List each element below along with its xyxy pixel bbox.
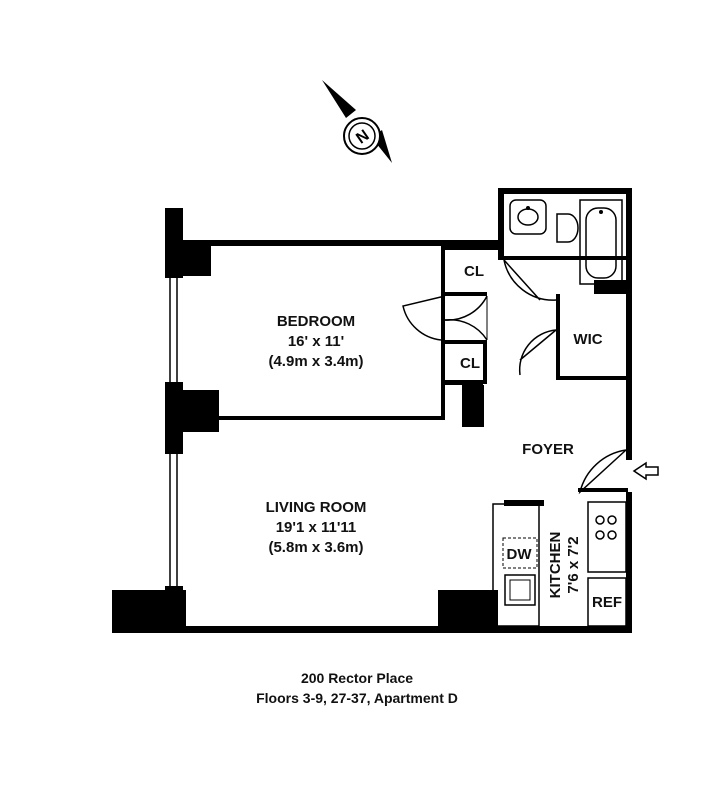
kitchen-fixtures (492, 500, 627, 627)
living-room-name: LIVING ROOM (266, 499, 367, 516)
unit-caption: Floors 3-9, 27-37, Apartment D (256, 690, 458, 706)
doors (402, 259, 628, 495)
closet-bottom-name: CL (460, 355, 480, 372)
bedroom-size-m: (4.9m x 3.4m) (268, 353, 363, 370)
kitchen-name: KITCHEN (547, 532, 564, 599)
entry-arrow-icon (632, 461, 659, 481)
ref-label: REF (592, 594, 622, 611)
walls (112, 188, 632, 633)
bathroom-fixtures (509, 199, 623, 285)
dw-label: DW (507, 546, 533, 563)
closet-top-name: CL (464, 263, 484, 280)
wic-name: WIC (573, 331, 602, 348)
living-room-size-m: (5.8m x 3.6m) (268, 539, 363, 556)
north-arrow-icon: N (322, 80, 392, 163)
foyer-name: FOYER (522, 441, 574, 458)
bedroom-size-ft: 16' x 11' (288, 333, 344, 350)
kitchen-size-ft: 7'6 x 7'2 (565, 536, 582, 593)
address-caption: 200 Rector Place (300, 670, 414, 686)
bedroom-name: BEDROOM (277, 313, 355, 330)
living-room-size-ft: 19'1 x 11'11 (276, 519, 357, 536)
